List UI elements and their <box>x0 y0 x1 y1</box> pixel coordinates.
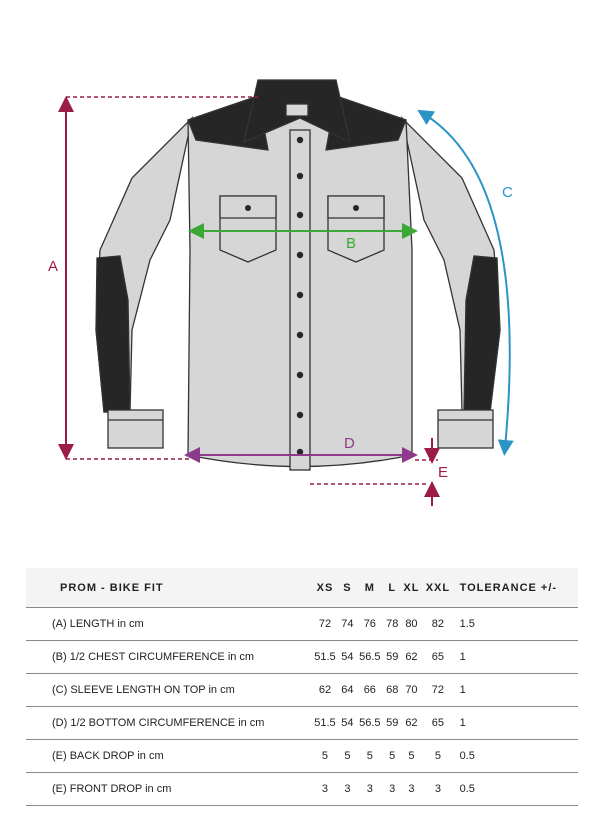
table-row: (C) SLEEVE LENGTH ON TOP in cm 62 64 66 … <box>26 673 578 707</box>
table-row: (A) LENGTH in cm 72 74 76 78 80 82 1.5 <box>26 607 578 641</box>
size-value: 3 <box>311 772 339 806</box>
size-value: 56.5 <box>355 706 384 740</box>
size-header: XL <box>403 581 420 594</box>
button-placket <box>289 129 311 471</box>
measure-label: (B) 1/2 CHEST CIRCUMFERENCE in cm <box>26 640 312 674</box>
dimension-a: A <box>48 96 258 460</box>
size-value: 82 <box>422 607 454 641</box>
tolerance-value: 1 <box>453 640 578 674</box>
dimension-e: E <box>310 438 448 506</box>
size-value: 76 <box>355 607 384 641</box>
size-value: 3 <box>355 772 384 806</box>
size-header: XS <box>316 581 334 594</box>
dimension-d: D <box>184 435 418 463</box>
left-elbow-patch <box>95 255 131 413</box>
size-value: 72 <box>311 607 339 641</box>
size-value: 5 <box>383 739 401 773</box>
size-value: 65 <box>422 706 454 740</box>
label-e: E <box>438 464 448 481</box>
size-value: 5 <box>338 739 356 773</box>
table-title: PROM - BIKE FIT <box>60 581 164 594</box>
size-header: L <box>388 581 397 594</box>
size-table: PROM - BIKE FIT XS S M L XL XXL TOLERANC… <box>26 568 578 806</box>
size-value: 62 <box>400 640 423 674</box>
size-value: 5 <box>422 739 454 773</box>
size-value: 59 <box>383 706 401 740</box>
tolerance-value: 1.5 <box>453 607 578 641</box>
size-value: 68 <box>383 673 401 707</box>
tolerance-header: TOLERANCE +/- <box>459 581 558 594</box>
size-value: 59 <box>383 640 401 674</box>
measure-label: (E) BACK DROP in cm <box>26 739 312 773</box>
size-value: 65 <box>422 640 454 674</box>
tolerance-value: 1 <box>453 706 578 740</box>
size-value: 5 <box>355 739 384 773</box>
label-a: A <box>48 258 58 275</box>
size-header: XXL <box>425 581 451 594</box>
size-value: 62 <box>311 673 339 707</box>
tolerance-value: 0.5 <box>453 739 578 773</box>
measure-label: (C) SLEEVE LENGTH ON TOP in cm <box>26 673 312 707</box>
size-value: 54 <box>338 640 356 674</box>
size-value: 3 <box>383 772 401 806</box>
table-row: (D) 1/2 BOTTOM CIRCUMFERENCE in cm 51.5 … <box>26 706 578 740</box>
size-header: S <box>343 581 352 594</box>
measure-label: (D) 1/2 BOTTOM CIRCUMFERENCE in cm <box>26 706 312 740</box>
size-value: 70 <box>400 673 423 707</box>
size-value: 51.5 <box>311 640 339 674</box>
size-value: 72 <box>422 673 454 707</box>
dimension-c: C <box>417 109 514 456</box>
label-b: B <box>346 235 356 252</box>
size-value: 64 <box>338 673 356 707</box>
collar-tag <box>285 103 309 117</box>
size-value: 5 <box>400 739 423 773</box>
right-elbow-patch <box>463 255 501 413</box>
size-header: M <box>364 581 375 594</box>
tolerance-value: 0.5 <box>453 772 578 806</box>
size-value: 5 <box>311 739 339 773</box>
shirt-diagram: A B C D E <box>48 79 514 506</box>
left-cuff <box>107 409 164 449</box>
size-value: 51.5 <box>311 706 339 740</box>
table-header-row: PROM - BIKE FIT XS S M L XL XXL TOLERANC… <box>26 568 578 608</box>
size-value: 66 <box>355 673 384 707</box>
size-value: 80 <box>400 607 423 641</box>
size-value: 56.5 <box>355 640 384 674</box>
label-c: C <box>502 184 513 201</box>
table-row: (B) 1/2 CHEST CIRCUMFERENCE in cm 51.5 5… <box>26 640 578 674</box>
right-cuff <box>437 409 494 449</box>
size-value: 3 <box>422 772 454 806</box>
table-row: (E) BACK DROP in cm 5 5 5 5 5 5 0.5 <box>26 739 578 773</box>
size-value: 74 <box>338 607 356 641</box>
tolerance-value: 1 <box>453 673 578 707</box>
measure-label: (E) FRONT DROP in cm <box>26 772 312 806</box>
dimension-b: B <box>188 223 418 252</box>
label-d: D <box>344 435 355 452</box>
size-value: 3 <box>400 772 423 806</box>
size-value: 3 <box>338 772 356 806</box>
size-value: 78 <box>383 607 401 641</box>
measure-label: (A) LENGTH in cm <box>26 607 312 641</box>
size-value: 62 <box>400 706 423 740</box>
size-value: 54 <box>338 706 356 740</box>
table-row: (E) FRONT DROP in cm 3 3 3 3 3 3 0.5 <box>26 772 578 806</box>
